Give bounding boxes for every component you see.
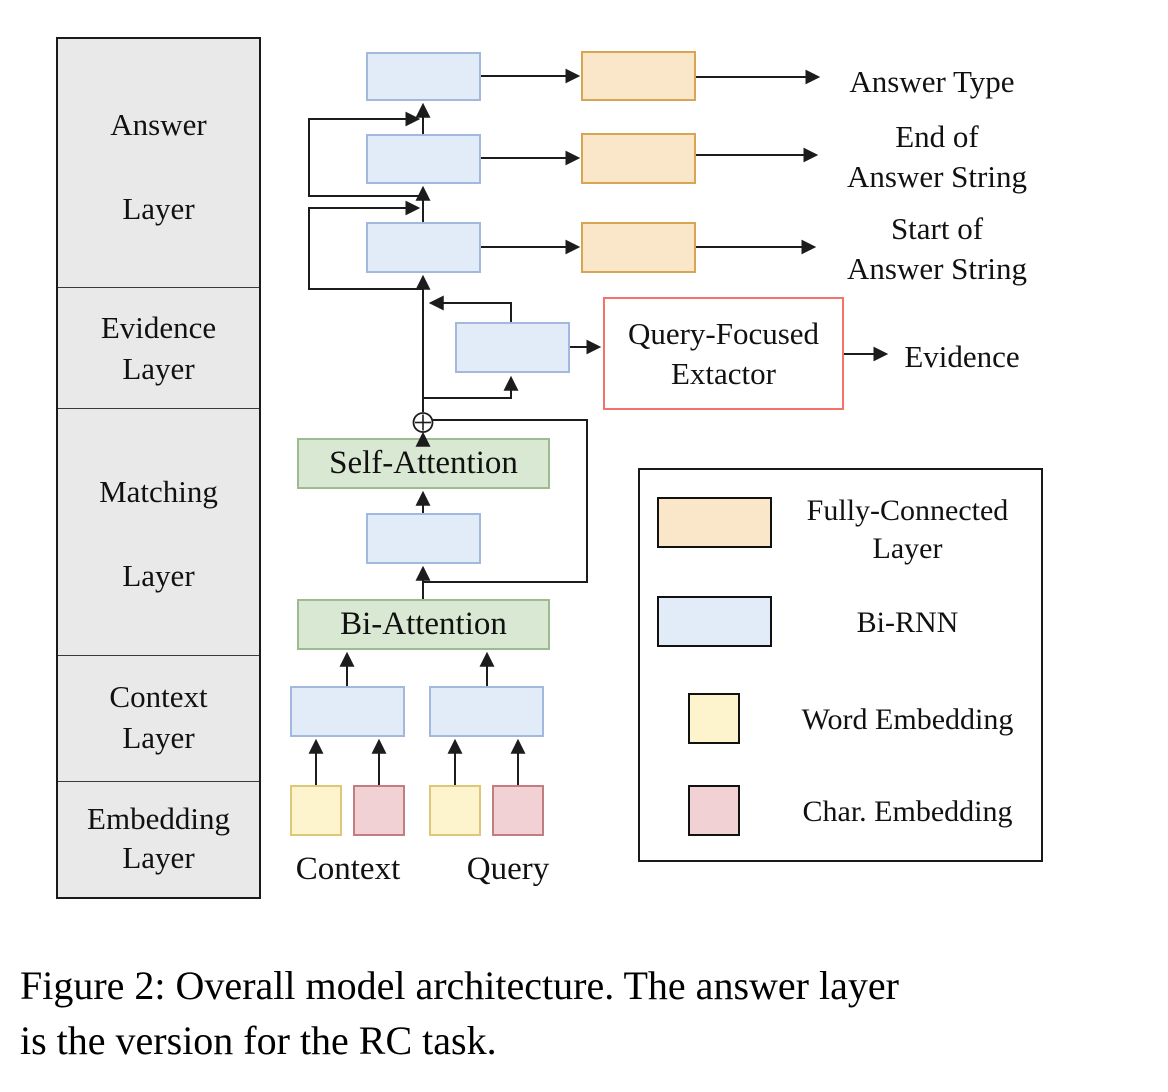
sidebar-label: Layer: [122, 191, 195, 226]
legend-label-char-embedding: Char. Embedding: [802, 795, 1013, 828]
legend-label-line: Layer: [872, 532, 943, 565]
output-label-answer-start: Start of Answer String: [787, 209, 1087, 289]
sidebar-section-matching: Matching Layer: [58, 408, 259, 655]
self-attention-box: Self-Attention: [297, 438, 550, 489]
bi-attention-label: Bi-Attention: [340, 606, 507, 642]
figure-caption-line2: is the version for the RC task.: [20, 1018, 497, 1063]
bi-rnn-box-context: [290, 686, 405, 737]
legend-swatch-char-embedding: [688, 785, 740, 836]
bi-rnn-box-query: [429, 686, 544, 737]
legend-label-bi-rnn: Bi-RNN: [856, 606, 959, 639]
bi-rnn-box-answer-end: [366, 134, 481, 184]
output-label-evidence: Evidence: [904, 339, 1020, 374]
figure-caption: Figure 2: Overall model architecture. Th…: [20, 958, 1160, 1068]
legend-swatch-bi-rnn: [657, 596, 772, 647]
sidebar-section-context: Context Layer: [58, 655, 259, 781]
sidebar-label: Evidence: [100, 310, 217, 345]
sidebar-label: Answer: [110, 107, 207, 142]
bi-attention-box: Bi-Attention: [297, 599, 550, 650]
sidebar-section-answer: Answer Layer: [58, 39, 259, 287]
output-label-answer-type: Answer Type: [849, 64, 1015, 99]
sidebar-label: Context: [109, 679, 208, 714]
output-label-line: End of: [895, 119, 979, 154]
fc-box-answer-type: [581, 51, 696, 101]
layer-sidebar: Answer Layer Evidence Layer Matching Lay…: [56, 37, 261, 899]
fc-box-answer-end: [581, 133, 696, 184]
self-attention-label: Self-Attention: [329, 445, 518, 481]
sidebar-label: Layer: [122, 558, 195, 593]
output-label-line: Start of: [890, 211, 984, 246]
output-label-line: Answer String: [847, 159, 1027, 194]
legend-swatch-fully-connected: [657, 497, 772, 548]
query-input-label: Query: [466, 851, 550, 887]
sidebar-label: Layer: [122, 840, 195, 875]
bi-rnn-box-answer-type: [366, 52, 481, 101]
connector-arrows: [308, 68, 889, 785]
sidebar-label: Matching: [99, 474, 218, 509]
bi-rnn-box-evidence: [455, 322, 570, 373]
context-input-label: Context: [295, 851, 401, 887]
sidebar-section-embedding: Embedding Layer: [58, 781, 259, 896]
circled-plus-icon: [412, 412, 434, 433]
output-label-answer-end: End of Answer String: [787, 117, 1087, 197]
output-label-line: Answer String: [847, 251, 1027, 286]
extractor-label-line1: Query-Focused: [627, 315, 820, 351]
char-embedding-box-query: [492, 785, 544, 836]
sidebar-label: Embedding: [87, 801, 230, 836]
bi-rnn-box-answer-start: [366, 222, 481, 273]
legend-label-fully-connected: Fully-Connected Layer: [772, 492, 1043, 568]
char-embedding-box-context: [353, 785, 405, 836]
fc-box-answer-start: [581, 222, 696, 273]
bi-rnn-box-matching: [366, 513, 481, 564]
word-embedding-box-query: [429, 785, 481, 836]
word-embedding-box-context: [290, 785, 342, 836]
sidebar-label: Layer: [122, 351, 195, 386]
figure-caption-line1: Figure 2: Overall model architecture. Th…: [20, 963, 899, 1008]
legend-swatch-word-embedding: [688, 693, 740, 744]
sidebar-section-evidence: Evidence Layer: [58, 287, 259, 408]
extractor-label-line2: Extactor: [670, 355, 776, 391]
legend-label-line: Fully-Connected: [806, 494, 1009, 527]
query-focused-extractor-box: Query-Focused Extactor: [603, 297, 844, 410]
legend-label-word-embedding: Word Embedding: [801, 703, 1014, 736]
sidebar-label: Layer: [122, 720, 195, 755]
